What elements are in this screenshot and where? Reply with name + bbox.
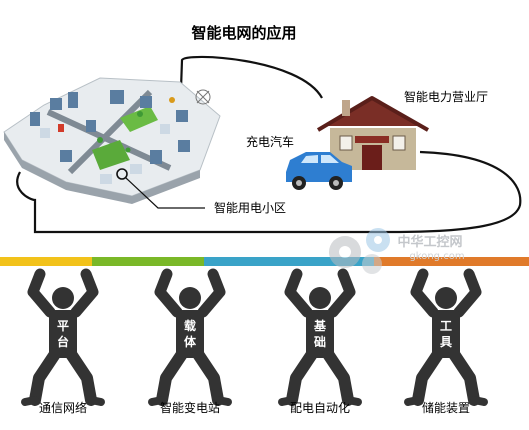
color-band-segment: [0, 257, 92, 266]
pillar-torso-char: 工: [440, 319, 452, 333]
pillar-torso-char: 础: [314, 334, 326, 349]
pillar-torso-char: 台: [57, 334, 69, 349]
pillar-torso-char: 具: [440, 335, 452, 349]
watermark: [329, 228, 390, 274]
watermark-domain: gkong.com: [409, 251, 464, 262]
pillar-caption: 配电自动化: [290, 401, 350, 415]
grid-loop-line: [16, 55, 522, 234]
smart-community-city: [3, 77, 221, 204]
color-band: [0, 257, 529, 266]
community-pointer: [116, 168, 205, 209]
charging-car-label: 充电汽车: [246, 134, 294, 149]
pillar-caption: 通信网络: [39, 400, 87, 415]
watermark-text: 中华工控网: [397, 234, 462, 250]
pillar-torso-char: 体: [184, 334, 197, 349]
pillar-caption: 储能装置: [422, 400, 470, 415]
color-band-segment: [374, 257, 529, 266]
pillar-torso-char: 载: [184, 318, 196, 333]
color-band-segment: [204, 257, 374, 266]
color-band-segment: [92, 257, 204, 266]
pillar-torso-char: 平: [57, 319, 69, 333]
smart-community-label: 智能用电小区: [214, 200, 286, 215]
pillar-caption: 智能变电站: [160, 400, 220, 415]
pillar-torso-char: 基: [313, 318, 327, 333]
diagram-title: 智能电网的应用: [191, 24, 296, 42]
charging-car: [286, 152, 352, 190]
service-hall-label: 智能电力营业厅: [404, 89, 488, 104]
